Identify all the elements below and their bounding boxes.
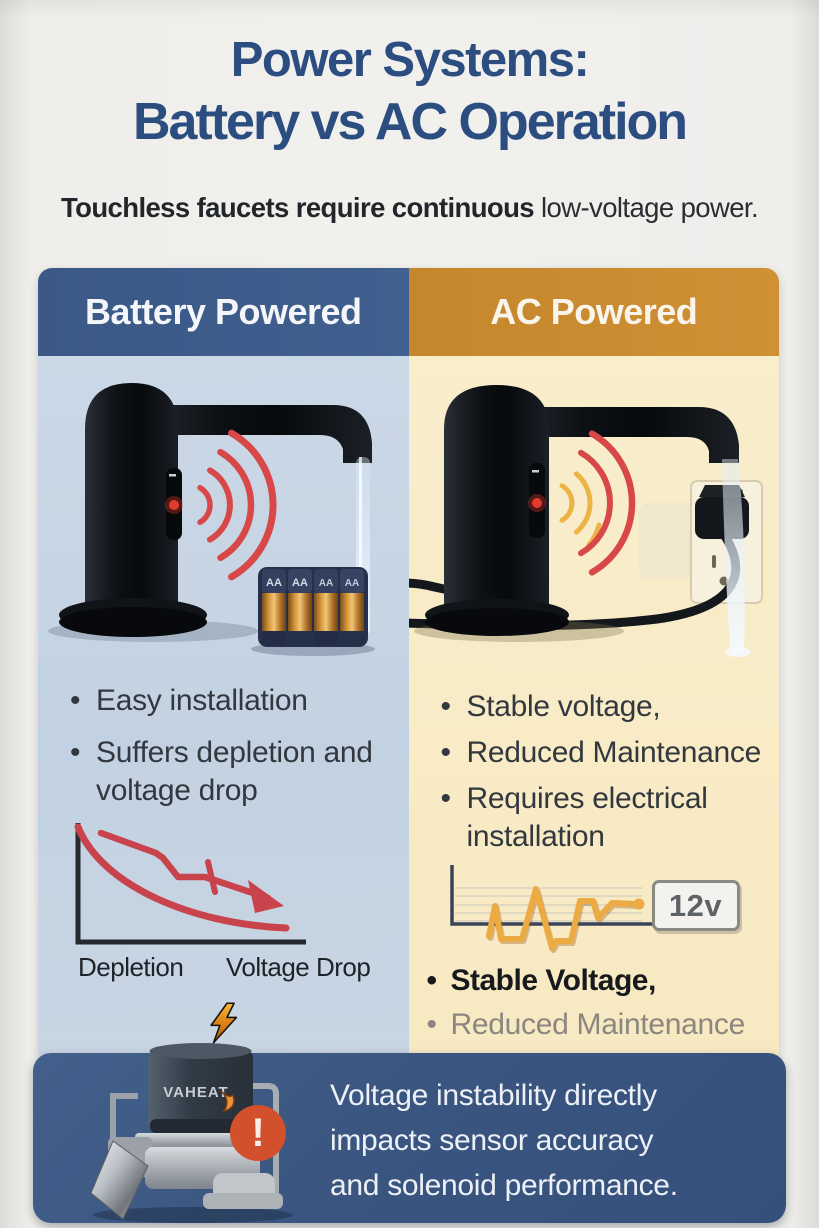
ac-secondary-bullet-list: Stable Voltage, Reduced Maintenance xyxy=(425,962,746,1044)
arrow-head-icon xyxy=(248,880,284,913)
battery-cell-label: AA xyxy=(345,578,359,589)
list-item: Reduced Maintenance xyxy=(439,734,769,772)
chart-axes xyxy=(449,865,735,926)
sensor-waves-icon xyxy=(559,430,635,576)
faucet-body xyxy=(443,385,549,617)
chrome-lever xyxy=(90,1140,149,1220)
list-item: Requires electrical installation xyxy=(439,780,769,856)
footer-line: impacts sensor accuracy xyxy=(330,1124,654,1157)
sensor-marking xyxy=(169,474,176,477)
list-item: Easy installation xyxy=(68,682,398,720)
declining-voltage-chart xyxy=(74,823,306,945)
alert-icon xyxy=(230,1105,286,1161)
outlet-backplate xyxy=(638,503,701,579)
footer-line: Voltage instability directly xyxy=(330,1079,657,1112)
outlet-slot xyxy=(711,555,716,568)
solenoid-cylinder xyxy=(148,1047,253,1133)
voltage-waveform xyxy=(485,886,639,951)
cylinder-top xyxy=(149,1043,252,1059)
faucet-spout xyxy=(498,407,739,463)
faucet-body xyxy=(85,383,178,617)
water-splash xyxy=(724,647,751,657)
sensor-waves-icon xyxy=(197,429,277,581)
voltage-drop-line xyxy=(97,829,272,902)
water-stream xyxy=(721,459,745,651)
page-title: Power Systems: Battery vs AC Operation xyxy=(0,30,819,154)
ac-bullet-list: Stable voltage, Reduced Maintenance Requ… xyxy=(439,688,769,864)
battery-bullet-list: Easy installation Suffers depletion and … xyxy=(68,682,398,824)
pipe-right xyxy=(243,1083,279,1201)
battery-pack-icon: AA AA AA AA xyxy=(251,567,375,656)
subtitle-emphasis: Touchless faucets require continuous xyxy=(61,192,535,223)
subtitle-rest: low-voltage power. xyxy=(533,192,759,223)
footer-callout: VAHEAT ! Voltage instability directly im… xyxy=(33,1043,786,1223)
valve-flange xyxy=(203,1193,283,1209)
faucet-base-lower xyxy=(59,607,207,637)
voltage-badge: 12v xyxy=(651,880,740,931)
footer-line: and solenoid performance. xyxy=(330,1169,678,1202)
battery-cell-label: AA xyxy=(319,578,333,589)
footer-message: Voltage instability directly impacts sen… xyxy=(330,1073,678,1208)
depletion-curve xyxy=(74,823,290,932)
title-line-2: Battery vs AC Operation xyxy=(132,93,688,151)
chart-axes xyxy=(75,823,306,945)
battery-column-header: Battery Powered xyxy=(38,268,409,356)
comparison-columns: Battery Powered xyxy=(38,268,779,1055)
stable-voltage-chart xyxy=(449,865,735,953)
chart-axis-labels: Depletion Voltage Drop xyxy=(74,952,404,984)
flame-icon xyxy=(220,1090,235,1113)
list-item: Reduced Maintenance xyxy=(425,1006,745,1044)
faucet-spout xyxy=(133,405,372,463)
waveform-endpoint-dot xyxy=(633,898,644,910)
faucet-icon xyxy=(413,385,751,657)
axis-label-depletion: Depletion xyxy=(78,952,184,982)
sensor-led xyxy=(531,498,542,508)
sensor-led xyxy=(169,500,179,510)
solenoid-valve-illustration: VAHEAT ! xyxy=(90,1043,293,1223)
sensor-marking xyxy=(531,470,539,473)
title-line-1: Power Systems: xyxy=(230,33,590,87)
subtitle: Touchless faucets require continuous low… xyxy=(0,192,819,224)
axis-label-voltage-drop: Voltage Drop xyxy=(226,952,371,982)
cylinder-band xyxy=(150,1119,251,1133)
list-item: Stable Voltage, xyxy=(425,962,746,1000)
ac-column-header: AC Powered xyxy=(408,268,779,356)
water-highlight xyxy=(359,457,362,635)
valve-shadow xyxy=(93,1207,293,1223)
battery-cell-label: AA xyxy=(292,577,308,589)
battery-cell-label: AA xyxy=(266,577,282,589)
list-item: Stable voltage, xyxy=(439,688,769,726)
faucet-icon xyxy=(48,383,372,642)
battery-column: Battery Powered xyxy=(38,268,409,1055)
alert-exclamation: ! xyxy=(251,1111,264,1155)
ac-column: AC Powered xyxy=(408,268,779,1055)
list-item: Suffers depletion and voltage drop xyxy=(68,734,398,810)
faucet-base-lower xyxy=(424,608,569,636)
lightning-bolt-icon xyxy=(210,1002,238,1044)
valve-brand-text: VAHEAT xyxy=(163,1084,228,1101)
ac-faucet-illustration xyxy=(408,385,763,657)
battery-faucet-illustration: AA AA AA AA xyxy=(48,383,375,656)
